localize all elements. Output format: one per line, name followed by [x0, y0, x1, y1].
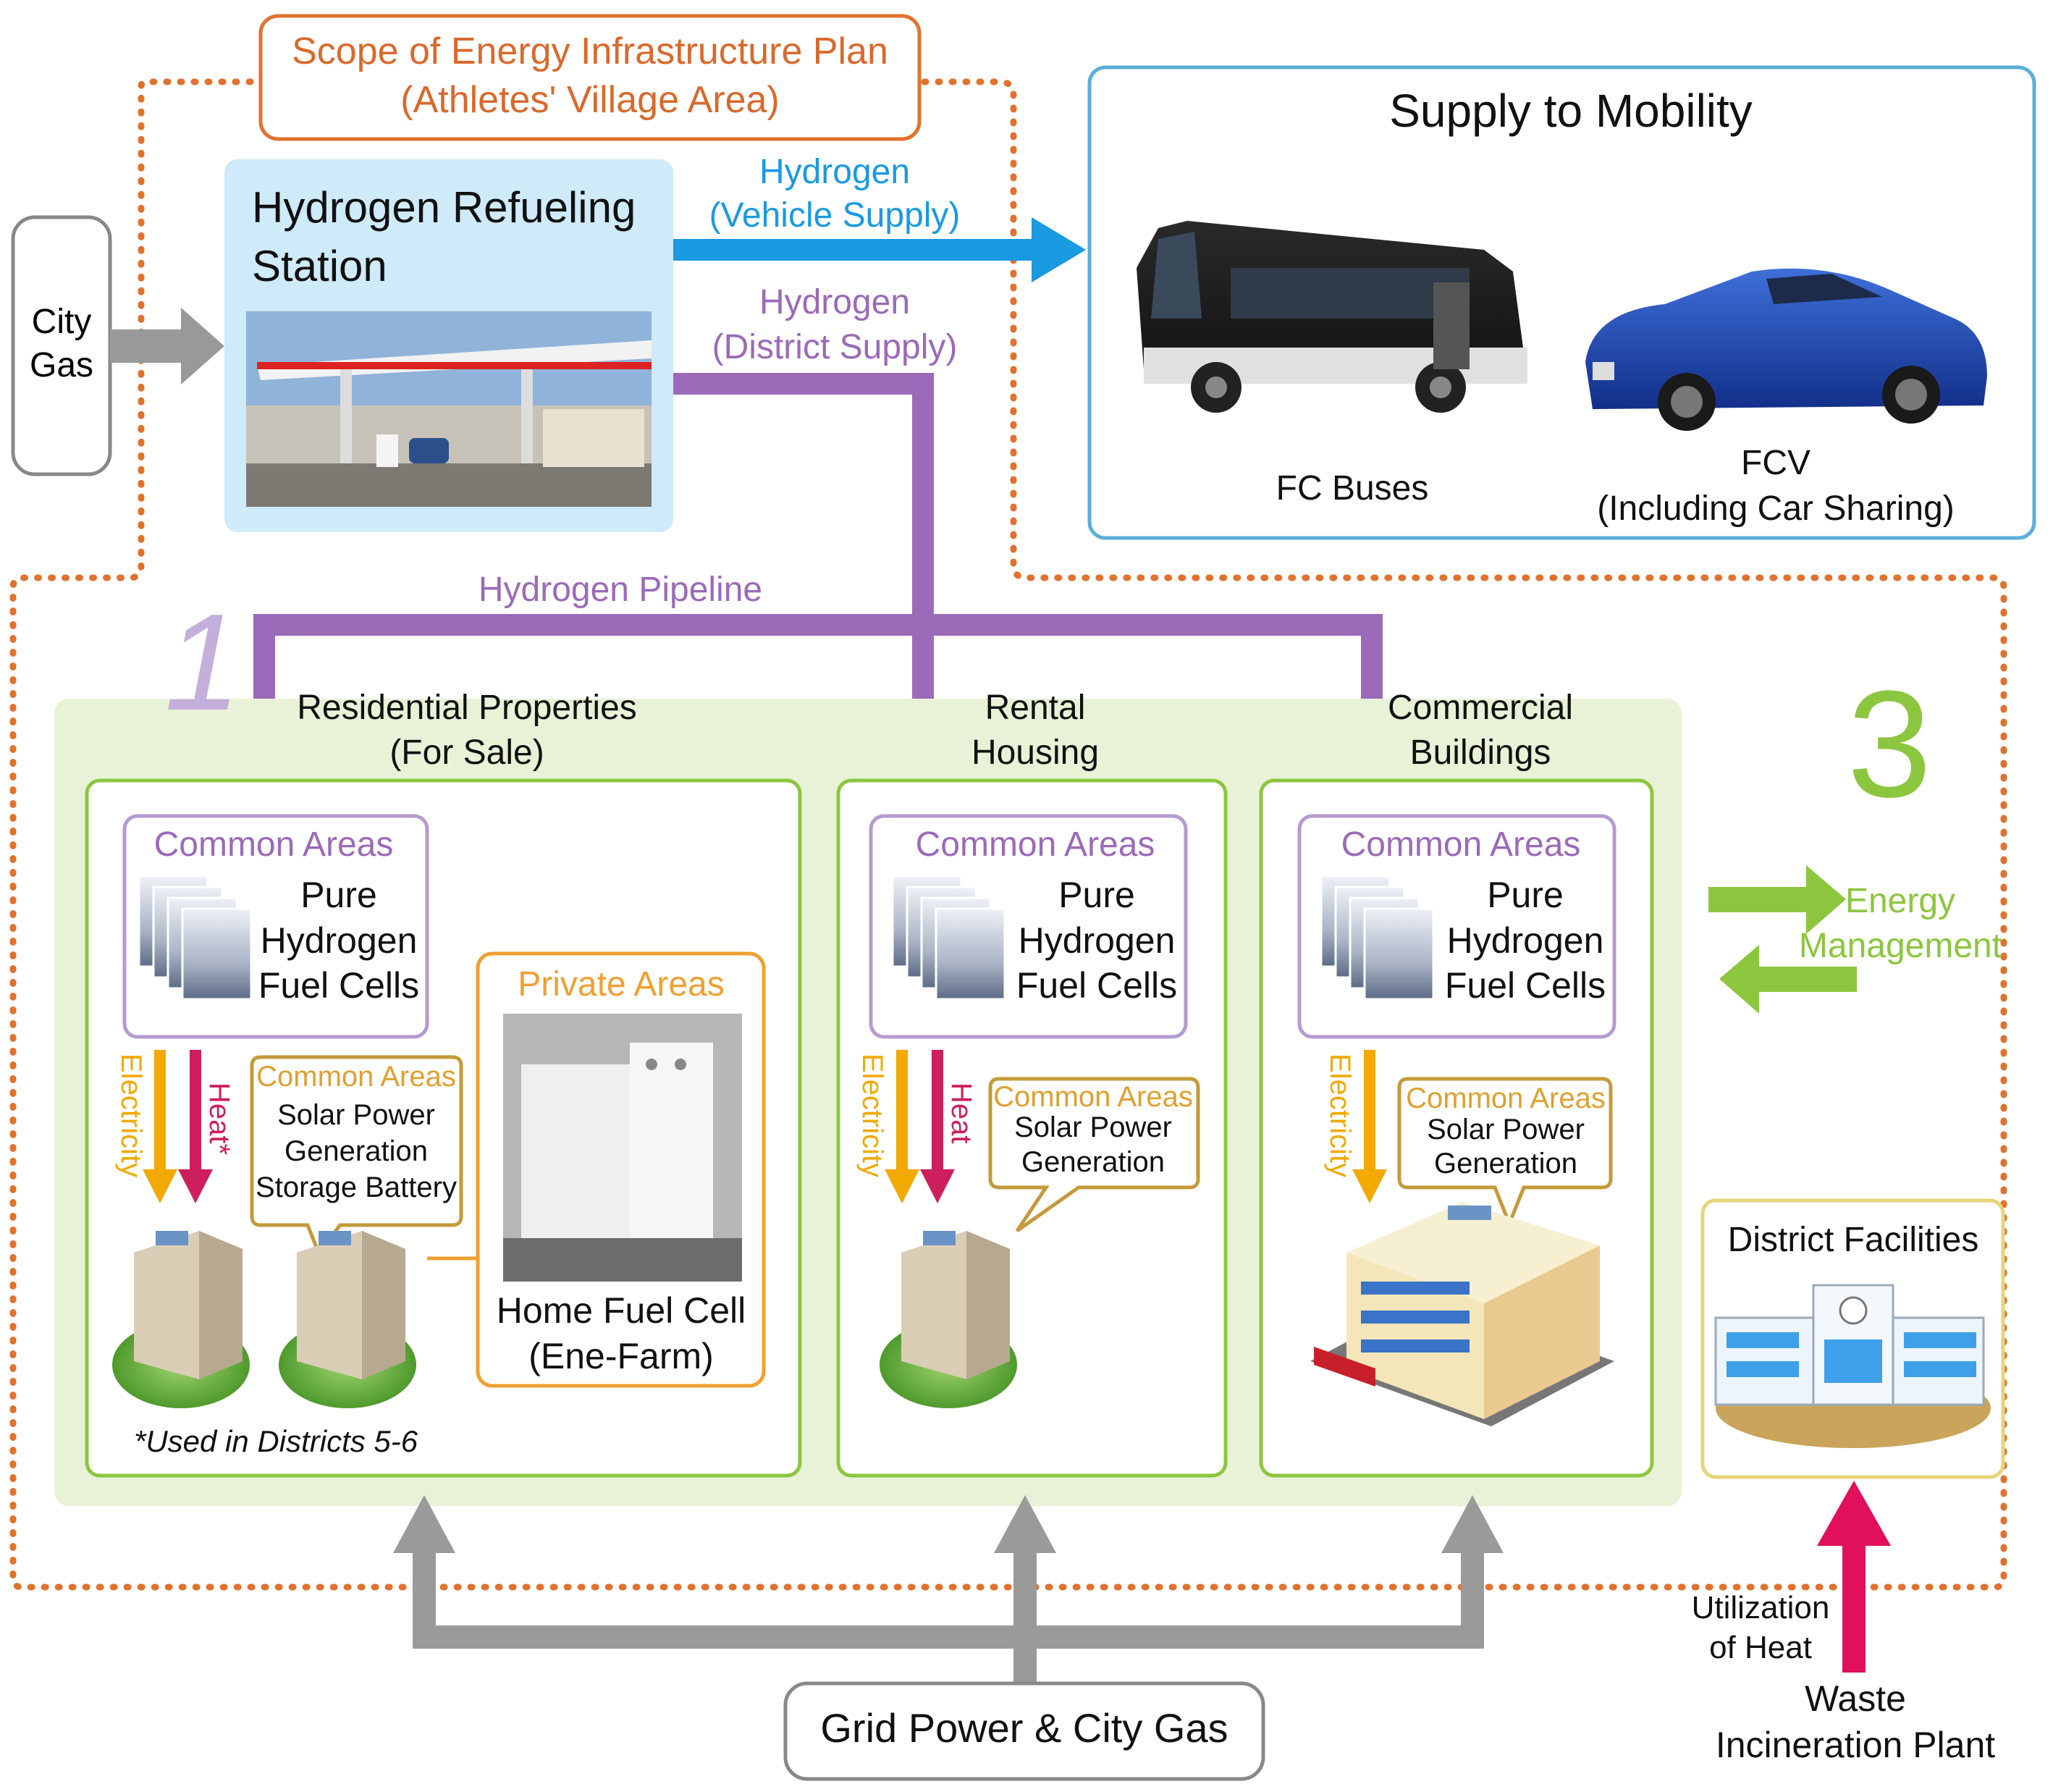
- residential-building-2: [279, 1231, 416, 1408]
- residential-fuelcell-image: [138, 875, 253, 1001]
- city-gas-line1: City: [32, 303, 92, 341]
- residential-heat-arrow: [178, 1050, 213, 1203]
- rental-solar-line3: Generation: [1021, 1146, 1165, 1178]
- mobility-title: Supply to Mobility: [1389, 85, 1753, 137]
- grid-power-box: [783, 1681, 1265, 1781]
- ene-farm-line2: (Ene-Farm): [528, 1336, 714, 1376]
- commercial-label-line2: Buildings: [1410, 733, 1551, 772]
- fc-bus-image: [1137, 221, 1527, 413]
- residential-electricity-arrow: [143, 1050, 177, 1203]
- residential-label-line2: (For Sale): [389, 733, 544, 772]
- station-title-line1: Hydrogen Refueling: [252, 183, 636, 232]
- commercial-solar-line3: Generation: [1434, 1148, 1577, 1179]
- rental-fuelcell-image: [891, 875, 1006, 1001]
- rental-solar-line2: Solar Power: [1014, 1111, 1172, 1143]
- residential-heat-label: Heat*: [203, 1082, 235, 1155]
- city-gas-line2: Gas: [30, 346, 93, 384]
- hydrogen-district-line1: Hydrogen: [759, 283, 910, 321]
- scope-title-line2: (Athletes' Village Area): [400, 79, 779, 121]
- hydrogen-district-line2: (District Supply): [712, 328, 958, 366]
- residential-fuelcell-header: Common Areas: [154, 825, 394, 864]
- energy-management-arrows: [1708, 865, 1857, 1014]
- scope-label-box: [258, 14, 922, 141]
- rental-electricity-label: Electricity: [856, 1053, 888, 1177]
- rental-building: [880, 1231, 1017, 1408]
- hydrogen-vehicle-line2: (Vehicle Supply): [709, 196, 961, 235]
- residential-electricity-label: Electricity: [115, 1053, 147, 1177]
- commercial-building-image: [1310, 1202, 1614, 1426]
- energy-management-line2: Management: [1799, 927, 2002, 965]
- ene-farm-image: [503, 1014, 742, 1282]
- grid-power-arrows: [393, 1495, 1504, 1687]
- fcv-label-line1: FCV: [1741, 444, 1810, 482]
- heat-utilization-line1: Utilization: [1692, 1590, 1830, 1625]
- residential-solar-line3: Generation: [284, 1135, 428, 1167]
- rental-solar-bubble: [988, 1077, 1200, 1233]
- grid-power-label: Grid Power & City Gas: [820, 1705, 1228, 1751]
- residential-solar-line2: Solar Power: [277, 1099, 435, 1131]
- scope-title-line1: Scope of Energy Infrastructure Plan: [292, 30, 888, 72]
- hydrogen-pipeline: [230, 373, 1406, 807]
- commercial-fuelcell-line2: Hydrogen: [1447, 920, 1604, 961]
- commercial-solar-line1: Common Areas: [1406, 1082, 1606, 1114]
- rental-fuelcell-header: Common Areas: [916, 825, 1155, 864]
- energy-management-line1: Energy: [1845, 882, 1955, 920]
- rental-label-line1: Rental: [985, 689, 1086, 727]
- heat-utilization-line2: of Heat: [1709, 1630, 1812, 1665]
- station-photo: [246, 311, 652, 507]
- commercial-electricity-label: Electricity: [1324, 1053, 1356, 1177]
- residential-fuelcell-line1: Pure: [300, 875, 377, 915]
- commercial-electricity-arrow: [1352, 1050, 1387, 1203]
- waste-plant-line1: Waste: [1805, 1678, 1906, 1719]
- residential-solar-line4: Storage Battery: [256, 1171, 457, 1203]
- scope-boundary: [9, 78, 2007, 1591]
- fcv-car-image: [1585, 268, 1987, 431]
- city-gas-arrow: [110, 308, 224, 384]
- rental-fuelcell-line2: Hydrogen: [1019, 920, 1176, 961]
- district-facilities-image: [1714, 1284, 1991, 1448]
- rental-heat-arrow: [920, 1050, 955, 1203]
- commercial-solar-line2: Solar Power: [1427, 1114, 1585, 1145]
- residential-label-line1: Residential Properties: [297, 689, 637, 727]
- rental-fuelcell-line1: Pure: [1058, 875, 1135, 915]
- footnote: *Used in Districts 5-6: [134, 1424, 418, 1458]
- waste-plant-line2: Incineration Plant: [1716, 1725, 1995, 1765]
- commercial-fuelcell-line3: Fuel Cells: [1445, 965, 1606, 1006]
- commercial-solar-bubble: [1397, 1077, 1613, 1229]
- hydrogen-vehicle-arrow: [673, 217, 1086, 282]
- private-areas-header: Private Areas: [518, 965, 724, 1004]
- commercial-fuelcell-line1: Pure: [1487, 875, 1564, 915]
- district-facilities-title: District Facilities: [1728, 1221, 1979, 1259]
- residential-fuelcell-line3: Fuel Cells: [258, 965, 419, 1006]
- commercial-fuelcell-header: Common Areas: [1341, 825, 1581, 864]
- residential-fuelcell-line2: Hydrogen: [261, 920, 418, 961]
- heat-utilization-arrow: [1817, 1481, 1891, 1673]
- commercial-label-line1: Commercial: [1388, 689, 1573, 727]
- fc-buses-label: FC Buses: [1276, 469, 1429, 508]
- residential-building-1: [112, 1231, 250, 1408]
- rental-heat-label: Heat: [945, 1082, 977, 1144]
- hydrogen-vehicle-line1: Hydrogen: [759, 153, 910, 191]
- station-title-line2: Station: [252, 242, 387, 290]
- number-one: 1: [164, 586, 241, 739]
- mobility-box: [1087, 65, 2036, 540]
- rental-fuelcell-line3: Fuel Cells: [1016, 965, 1177, 1006]
- ene-farm-line1: Home Fuel Cell: [497, 1290, 746, 1331]
- pipeline-label: Hydrogen Pipeline: [479, 571, 762, 609]
- commercial-fuelcell-image: [1320, 875, 1435, 1001]
- rental-electricity-arrow: [885, 1050, 919, 1203]
- rental-label-line2: Housing: [971, 733, 1099, 772]
- rental-solar-line1: Common Areas: [993, 1081, 1193, 1113]
- fcv-label-line2: (Including Car Sharing): [1597, 489, 1955, 528]
- number-three: 3: [1847, 659, 1932, 829]
- residential-solar-line1: Common Areas: [256, 1061, 456, 1093]
